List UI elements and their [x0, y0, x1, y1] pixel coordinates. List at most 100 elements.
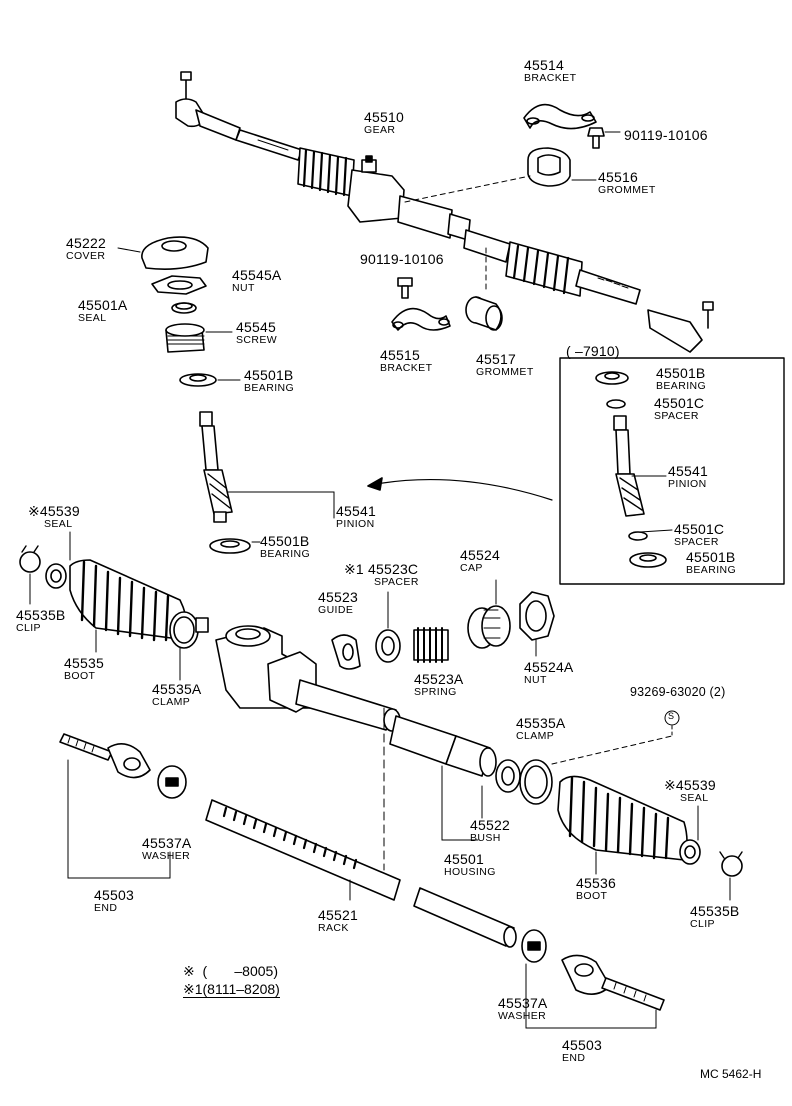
part-number: 45541	[336, 503, 376, 519]
part-number: ※1 45523C	[344, 561, 419, 577]
part-name: HOUSING	[444, 866, 496, 878]
part-name: BRACKET	[380, 362, 433, 374]
part-number: 45501C	[654, 395, 705, 411]
part-name: SEAL	[44, 518, 73, 530]
part-name: BEARING	[656, 380, 707, 392]
bracket-45514-drawing	[523, 103, 597, 130]
bearing-45501B-top-drawing	[179, 373, 241, 387]
part-name: CLAMP	[516, 730, 555, 742]
part-number: 45535B	[690, 903, 740, 919]
nut-45545A-drawing	[151, 275, 207, 295]
part-number: ( –7910)	[566, 343, 620, 359]
part-number: 45501	[444, 851, 484, 867]
cap-45524-drawing	[467, 579, 511, 649]
part-name: SPRING	[414, 686, 457, 698]
part-number: 45501B	[686, 549, 736, 565]
part-name: BOOT	[64, 670, 96, 682]
part-name: SPACER	[654, 410, 699, 422]
part-number: 45535B	[16, 607, 66, 623]
part-number: 45501B	[244, 367, 294, 383]
part-name: SEAL	[78, 312, 107, 324]
clamp-45535A-right-drawing	[519, 759, 553, 805]
bush-45522-drawing	[481, 759, 521, 819]
spacer-45523C-drawing	[375, 591, 401, 663]
part-name: END	[94, 902, 118, 914]
upper-tie-rod-end-left	[175, 71, 303, 161]
part-number: 45523	[318, 589, 358, 605]
part-name: GROMMET	[598, 184, 656, 196]
part-name: SEAL	[680, 792, 709, 804]
clip-45535B-left-drawing	[19, 545, 41, 605]
label-93269: 93269-63020 (2)	[630, 686, 725, 699]
housing-45501-tube	[389, 715, 497, 841]
label-90119-top: 90119-10106	[624, 128, 708, 142]
bearing-45501B-low-drawing	[209, 538, 261, 554]
part-number: ※45539	[664, 777, 716, 793]
part-name: COVER	[66, 250, 106, 262]
legend: ※ ( –8005) ※1(8111–8208)	[183, 962, 280, 998]
part-name: WASHER	[142, 850, 191, 862]
part-name: SPACER	[674, 536, 719, 548]
grommet-45517-drawing	[465, 296, 503, 331]
part-name: BOOT	[576, 890, 608, 902]
part-name: GROMMET	[476, 366, 534, 378]
bolt-90119-top	[587, 127, 621, 149]
part-name: NUT	[232, 282, 255, 294]
seal-45539-right-drawing	[679, 805, 701, 865]
part-name: WASHER	[498, 1010, 547, 1022]
seal-45501A-drawing	[171, 302, 197, 314]
rack-45521-drawing	[205, 799, 517, 948]
part-number: 45545	[236, 319, 276, 335]
part-name: END	[562, 1052, 586, 1064]
part-number: 45501B	[260, 533, 310, 549]
bracket-45515-drawing	[391, 307, 451, 331]
part-number: 45535	[64, 655, 104, 671]
part-number: 45503	[562, 1037, 602, 1053]
part-number: 45541	[668, 463, 708, 479]
figure-code: MC 5462-H	[700, 1067, 762, 1081]
inset-box	[559, 357, 785, 585]
legend-row-1: ※ ( –8005)	[183, 963, 278, 979]
part-number: 45510	[364, 109, 404, 125]
part-name: PINION	[668, 478, 707, 490]
gear-housing-top	[347, 155, 471, 241]
part-name: CAP	[460, 562, 483, 574]
upper-rack-right	[463, 229, 714, 353]
part-number: 45521	[318, 907, 358, 923]
part-name: GEAR	[364, 124, 396, 136]
clamp-45535A-left-drawing	[169, 611, 209, 681]
part-number: 45524	[460, 547, 500, 563]
s-marker: S	[668, 711, 675, 721]
part-number: 93269-63020 (2)	[630, 685, 726, 699]
washer-45537A-right-drawing	[521, 929, 547, 963]
seal-45539-left-drawing	[45, 531, 71, 589]
nut-45524A-drawing	[519, 591, 555, 657]
part-number: 45535A	[516, 715, 566, 731]
part-number: 45514	[524, 57, 564, 73]
grommet-45516-drawing	[527, 147, 597, 187]
end-45503-left-drawing	[59, 733, 171, 879]
part-name: CLAMP	[152, 696, 191, 708]
part-name: SCREW	[236, 334, 278, 346]
